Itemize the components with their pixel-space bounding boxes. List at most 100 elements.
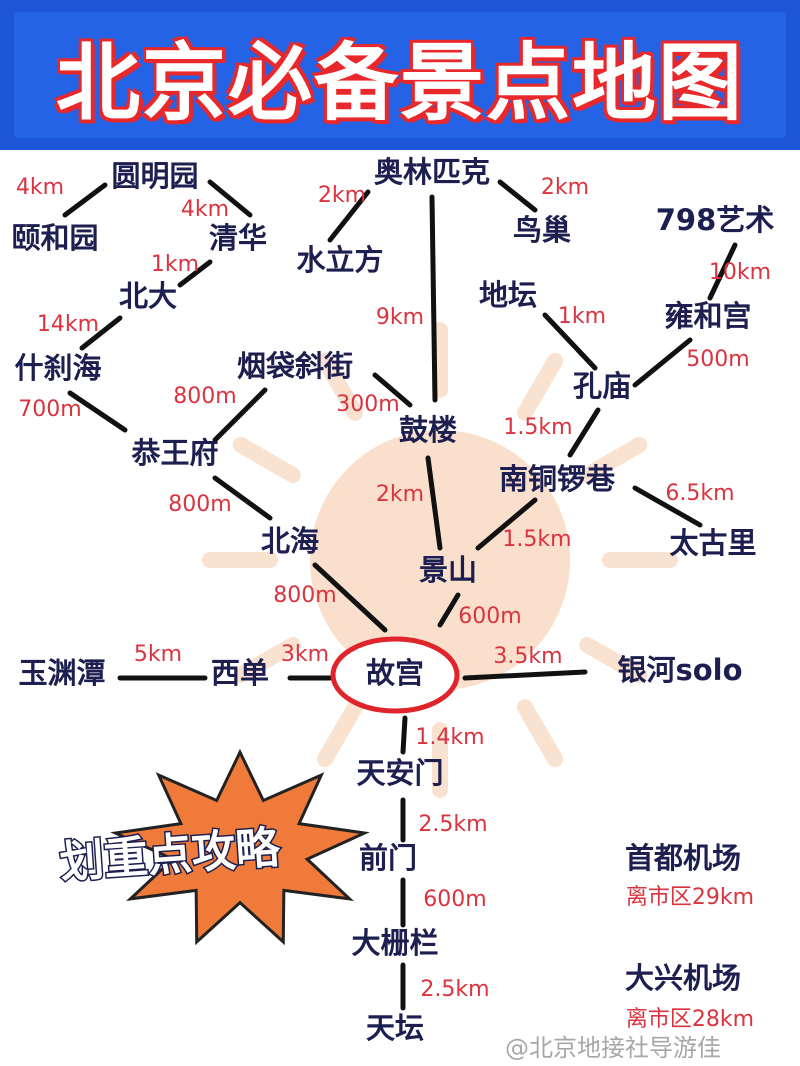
distance-label: 1km bbox=[558, 304, 606, 329]
place-label: 雍和宫 bbox=[664, 299, 751, 333]
starburst-icon bbox=[110, 748, 370, 946]
route-line bbox=[497, 179, 538, 213]
place-label: 清华 bbox=[209, 221, 267, 255]
sun-ray bbox=[579, 637, 648, 683]
distance-label: 6.5km bbox=[665, 481, 734, 506]
distance-label: 500m bbox=[686, 347, 749, 372]
distance-label: 14km bbox=[37, 312, 99, 337]
place-label: 恭王府 bbox=[130, 436, 218, 470]
highlight-circle bbox=[330, 636, 460, 714]
place-label: 天安门 bbox=[356, 756, 443, 790]
route-line bbox=[707, 242, 738, 301]
place-label: 烟袋斜街 bbox=[237, 349, 353, 383]
route-line bbox=[632, 337, 693, 388]
airport-distance: 离市区28km bbox=[626, 1007, 754, 1032]
place-label: 地坛 bbox=[479, 278, 537, 312]
route-line bbox=[327, 189, 371, 243]
place-label: 北海 bbox=[261, 524, 319, 558]
place-label: 故宫 bbox=[366, 656, 424, 690]
sun-ray bbox=[517, 699, 563, 768]
sun-ray bbox=[232, 437, 301, 483]
distance-label: 1.5km bbox=[503, 415, 572, 440]
distance-label: 10km bbox=[709, 260, 771, 285]
place-label: 798艺术 bbox=[656, 203, 775, 237]
distance-label: 3km bbox=[281, 642, 329, 667]
distance-label: 800m bbox=[273, 583, 336, 608]
place-label: 大栅栏 bbox=[351, 926, 438, 960]
sun-ray bbox=[317, 352, 363, 421]
airport-name: 大兴机场 bbox=[625, 961, 741, 995]
distance-label: 300m bbox=[336, 392, 399, 417]
place-label: 什刹海 bbox=[14, 351, 101, 385]
place-label: 天坛 bbox=[366, 1011, 424, 1045]
place-label: 北大 bbox=[119, 279, 177, 313]
place-label: 西单 bbox=[211, 656, 269, 690]
place-label: 玉渊潭 bbox=[18, 656, 105, 690]
route-line bbox=[567, 407, 601, 458]
place-label: 银河solo bbox=[617, 653, 742, 687]
distance-label: 1.5km bbox=[502, 527, 571, 552]
distance-label: 4km bbox=[16, 175, 64, 200]
route-lines bbox=[62, 179, 738, 1011]
place-label: 颐和园 bbox=[11, 221, 98, 255]
sun-ray bbox=[517, 352, 563, 421]
route-line bbox=[79, 315, 123, 351]
sun-ray bbox=[232, 637, 301, 683]
route-line bbox=[400, 715, 408, 755]
place-label: 孔庙 bbox=[573, 369, 631, 403]
place-label: 奥林匹克 bbox=[374, 155, 490, 189]
route-line bbox=[62, 182, 108, 218]
distance-label: 9km bbox=[376, 305, 424, 330]
route-line bbox=[177, 259, 213, 288]
place-label: 鸟巢 bbox=[513, 213, 571, 247]
route-line bbox=[207, 179, 253, 218]
sun-ray bbox=[317, 699, 363, 768]
route-line bbox=[372, 372, 413, 408]
route-line bbox=[475, 497, 538, 551]
route-line bbox=[312, 562, 388, 633]
route-line bbox=[542, 312, 598, 371]
distance-label: 800m bbox=[168, 492, 231, 517]
distance-label: 600m bbox=[423, 887, 486, 912]
sun-circle bbox=[310, 430, 570, 690]
place-label: 水立方 bbox=[296, 243, 383, 277]
title-banner: 北京必备景点地图 bbox=[0, 0, 800, 150]
page-title: 北京必备景点地图 bbox=[55, 34, 744, 132]
distance-label: 800m bbox=[173, 384, 236, 409]
route-line bbox=[429, 194, 438, 403]
distance-label: 2km bbox=[541, 175, 589, 200]
route-line bbox=[462, 669, 588, 681]
airport-distance: 离市区29km bbox=[626, 885, 754, 910]
place-label: 前门 bbox=[359, 841, 417, 875]
route-line bbox=[632, 485, 703, 528]
place-label: 圆明园 bbox=[111, 159, 198, 193]
distance-label: 3.5km bbox=[493, 644, 562, 669]
distance-label: 2km bbox=[318, 183, 366, 208]
route-line bbox=[212, 475, 273, 521]
distance-label: 1km bbox=[151, 252, 199, 277]
airport-name: 首都机场 bbox=[625, 841, 741, 875]
sun-ray bbox=[579, 437, 648, 483]
distance-label: 4km bbox=[181, 197, 229, 222]
distance-labels: 4km 4km 1km 14km 700m 800m 800m 800m 2km 9km 2km 10… bbox=[16, 175, 771, 1002]
distance-label: 5km bbox=[134, 642, 182, 667]
watermark: @北京地接社导游佳 bbox=[505, 1034, 721, 1062]
route-line bbox=[425, 455, 443, 551]
route-line bbox=[212, 387, 268, 443]
route-line bbox=[67, 390, 128, 433]
distance-label: 700m bbox=[18, 397, 81, 422]
distance-label: 600m bbox=[458, 604, 521, 629]
route-line bbox=[437, 592, 461, 628]
place-label: 鼓楼 bbox=[399, 413, 457, 447]
distance-label: 2km bbox=[376, 482, 424, 507]
distance-label: 1.4km bbox=[415, 725, 484, 750]
place-label: 太古里 bbox=[669, 526, 756, 560]
distance-label: 2.5km bbox=[420, 977, 489, 1002]
sun-decoration bbox=[202, 322, 678, 798]
place-label: 南铜锣巷 bbox=[499, 462, 616, 496]
title-banner-inner bbox=[14, 12, 786, 138]
place-label: 景山 bbox=[419, 553, 477, 587]
